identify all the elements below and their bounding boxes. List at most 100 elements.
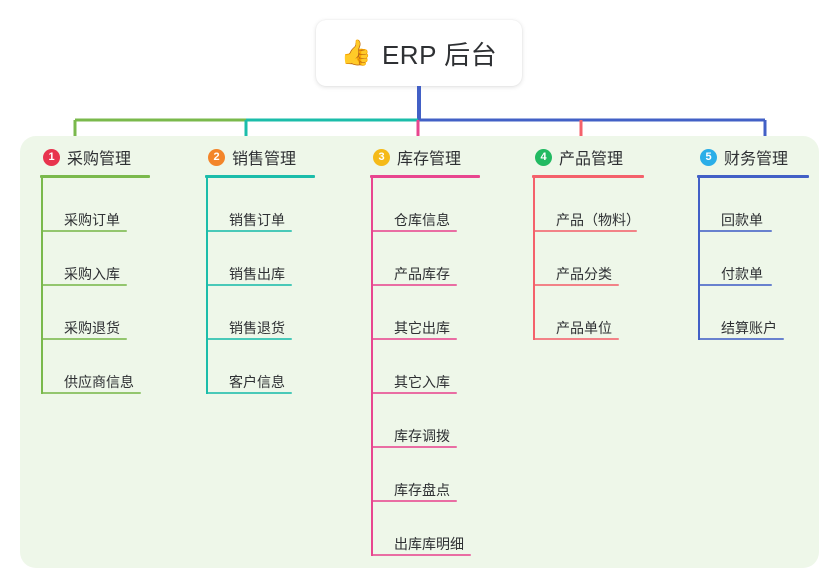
branch-item-label: 供应商信息: [64, 374, 134, 390]
branch-item-label: 结算账户: [721, 320, 777, 336]
branch-number-badge: 1: [43, 148, 60, 166]
branch-item-rule: [41, 338, 127, 340]
branch-item-rule: [533, 230, 637, 232]
branch-title: 采购管理: [67, 151, 132, 168]
branch-item-rule: [41, 284, 127, 286]
branch-item-label: 产品库存: [394, 266, 450, 282]
branch-item[interactable]: 其它出库: [370, 286, 480, 340]
branch-header-rule: [205, 175, 315, 178]
branch-item-rule: [371, 392, 457, 394]
branch-item-label: 库存盘点: [394, 482, 450, 498]
branch-item-rule: [206, 338, 292, 340]
branch-item-label: 客户信息: [229, 374, 285, 390]
branch-item-label: 其它出库: [394, 320, 450, 336]
branch-item-rule: [41, 230, 127, 232]
branch-item-rule: [206, 230, 292, 232]
branch-item[interactable]: 产品库存: [370, 232, 480, 286]
branch-item-rule: [533, 338, 619, 340]
branch-spine: [698, 178, 700, 340]
branch-header-1[interactable]: 1 采购管理: [40, 144, 150, 170]
branch-sublist: 回款单付款单结算账户: [697, 178, 809, 340]
branch-number-badge: 4: [535, 148, 552, 166]
root-title: ERP 后台: [381, 39, 498, 70]
branch-item[interactable]: 库存调拨: [370, 394, 480, 448]
branch-item[interactable]: 仓库信息: [370, 178, 480, 232]
branch-item[interactable]: 供应商信息: [40, 340, 150, 394]
branch-item[interactable]: 产品单位: [532, 286, 644, 340]
branch-item-label: 回款单: [721, 212, 763, 228]
branch-title: 财务管理: [724, 151, 789, 168]
branch-item-label: 产品单位: [556, 320, 612, 336]
branch-header-rule: [532, 175, 644, 178]
branch-item[interactable]: 出库库明细: [370, 502, 480, 556]
branch-sublist: 采购订单采购入库采购退货供应商信息: [40, 178, 150, 394]
branch-item-label: 产品分类: [556, 266, 612, 282]
branch-item[interactable]: 产品分类: [532, 232, 644, 286]
branch-item-rule: [41, 392, 141, 394]
branch-item[interactable]: 销售出库: [205, 232, 315, 286]
branch-item[interactable]: 付款单: [697, 232, 809, 286]
branch-column-4: 4 产品管理产品（物料） 产品分类产品单位: [532, 144, 644, 340]
branch-item[interactable]: 销售退货: [205, 286, 315, 340]
branch-header-5[interactable]: 5 财务管理: [697, 144, 809, 170]
branch-header-2[interactable]: 2 销售管理: [205, 144, 315, 170]
branch-item-rule: [371, 230, 457, 232]
branch-number-badge: 3: [373, 148, 390, 166]
branch-item-label: 采购入库: [64, 266, 120, 282]
branch-spine: [206, 178, 208, 394]
branch-spine: [41, 178, 43, 394]
branch-item[interactable]: 回款单: [697, 178, 809, 232]
branch-item-label: 其它入库: [394, 374, 450, 390]
branch-item-rule: [698, 284, 772, 286]
branch-item-rule: [371, 284, 457, 286]
branch-item-label: 产品（物料）: [556, 212, 640, 228]
branch-item-label: 仓库信息: [394, 212, 450, 228]
branch-item-rule: [371, 338, 457, 340]
branch-item[interactable]: 采购退货: [40, 286, 150, 340]
branch-header-4[interactable]: 4 产品管理: [532, 144, 644, 170]
branch-title: 产品管理: [559, 151, 624, 168]
branch-item-label: 销售出库: [229, 266, 285, 282]
branch-number-badge: 5: [700, 148, 717, 166]
branch-sublist: 销售订单销售出库销售退货客户信息: [205, 178, 315, 394]
branch-item-rule: [371, 500, 457, 502]
branch-item-rule: [371, 554, 471, 556]
branch-column-1: 1 采购管理采购订单采购入库采购退货供应商信息: [40, 144, 150, 394]
branch-item[interactable]: 客户信息: [205, 340, 315, 394]
branch-column-2: 2 销售管理销售订单销售出库销售退货客户信息: [205, 144, 315, 394]
branch-header-rule: [697, 175, 809, 178]
branch-spine: [533, 178, 535, 340]
branches-panel: [20, 136, 819, 568]
branch-header-rule: [370, 175, 480, 178]
thumbs-up-icon: 👍: [340, 38, 372, 67]
root-node[interactable]: 👍 ERP 后台: [316, 20, 522, 86]
branch-item-rule: [371, 446, 457, 448]
branch-item[interactable]: 库存盘点: [370, 448, 480, 502]
branch-item-label: 库存调拨: [394, 428, 450, 444]
branch-item-rule: [698, 230, 772, 232]
branch-item-rule: [533, 284, 619, 286]
branch-item[interactable]: 产品（物料）: [532, 178, 644, 232]
branch-number-badge: 2: [208, 148, 225, 166]
branch-item-label: 销售订单: [229, 212, 285, 228]
branch-item-label: 付款单: [721, 266, 763, 282]
branch-spine: [371, 178, 373, 556]
branch-item-rule: [206, 392, 292, 394]
branch-item[interactable]: 结算账户: [697, 286, 809, 340]
branch-item[interactable]: 采购订单: [40, 178, 150, 232]
branch-sublist: 仓库信息产品库存其它出库其它入库库存调拨库存盘点出库库明细: [370, 178, 480, 556]
branch-column-5: 5 财务管理回款单付款单结算账户: [697, 144, 809, 340]
branch-item[interactable]: 其它入库: [370, 340, 480, 394]
branch-header-rule: [40, 175, 150, 178]
branch-item[interactable]: 销售订单: [205, 178, 315, 232]
branch-item-rule: [698, 338, 784, 340]
branch-title: 销售管理: [232, 151, 297, 168]
branch-item-label: 采购退货: [64, 320, 120, 336]
branch-item[interactable]: 采购入库: [40, 232, 150, 286]
branch-item-label: 出库库明细: [394, 536, 464, 552]
branch-sublist: 产品（物料） 产品分类产品单位: [532, 178, 644, 340]
branch-item-label: 采购订单: [64, 212, 120, 228]
